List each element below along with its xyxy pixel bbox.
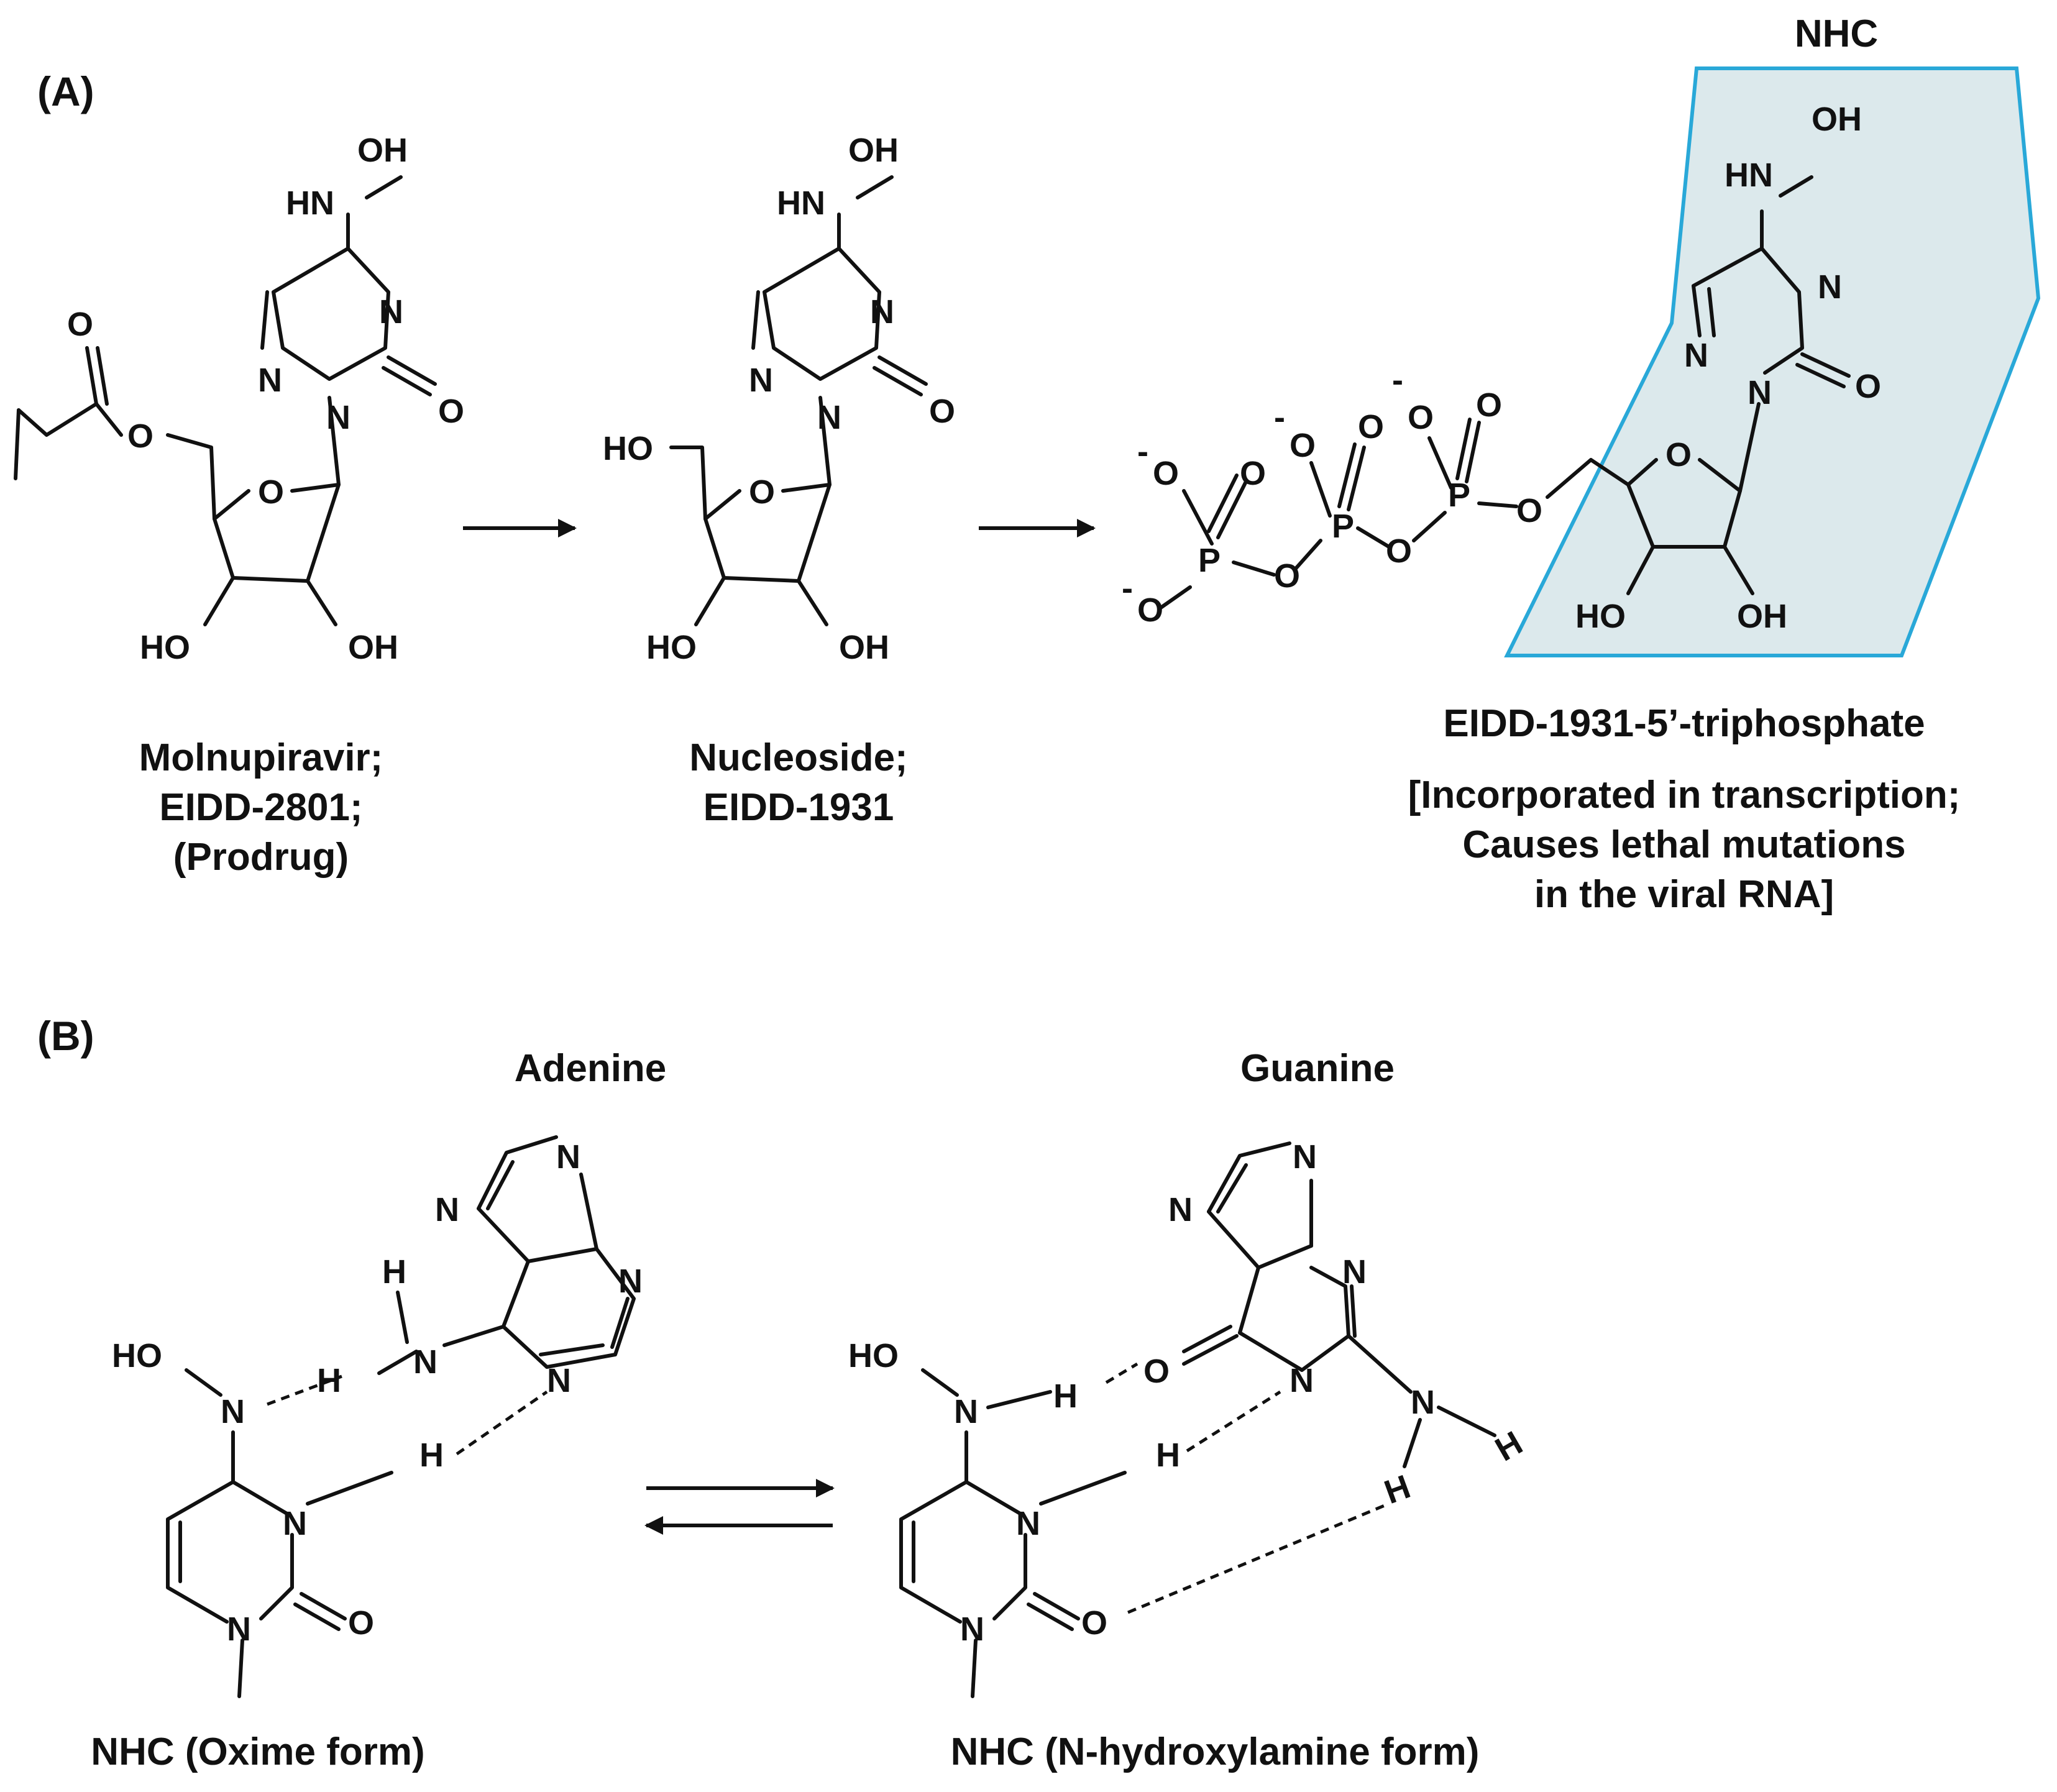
svg-text:N: N: [817, 399, 841, 436]
svg-text:H: H: [317, 1362, 341, 1399]
svg-text:N: N: [960, 1611, 984, 1648]
svg-text:O: O: [438, 393, 464, 430]
nhc-oxime-adenine-pair: [166, 1135, 636, 1698]
svg-text:-: -: [1392, 362, 1403, 399]
svg-text:N: N: [749, 362, 773, 399]
svg-text:N: N: [258, 362, 282, 399]
svg-text:OH: OH: [848, 132, 899, 169]
svg-text:OH: OH: [1812, 101, 1862, 138]
svg-text:N: N: [221, 1393, 245, 1430]
nhc-label: NHC: [1795, 12, 1878, 55]
svg-text:N: N: [1748, 374, 1772, 411]
hydroxylamine-caption: NHC (N-hydroxylamine form): [951, 1730, 1480, 1773]
triphosphate-caption-3: Causes lethal mutations: [1462, 823, 1905, 866]
nhc-hydroxylamine-guanine-pair: [899, 1141, 1496, 1698]
svg-text:O: O: [1274, 557, 1300, 595]
svg-text:HN: HN: [1725, 157, 1773, 194]
svg-text:N: N: [1290, 1362, 1314, 1399]
svg-text:N: N: [556, 1138, 580, 1176]
svg-text:N: N: [1293, 1138, 1317, 1176]
svg-text:H: H: [1156, 1437, 1180, 1474]
molnupiravir-structure: [14, 175, 437, 626]
svg-text:O: O: [258, 473, 284, 511]
svg-text:O: O: [1137, 592, 1163, 629]
svg-text:N: N: [227, 1611, 251, 1648]
nucleoside-caption-1: Nucleoside;: [689, 736, 907, 779]
svg-text:N: N: [870, 293, 894, 331]
svg-text:O: O: [1516, 492, 1542, 529]
svg-text:O: O: [929, 393, 955, 430]
svg-text:P: P: [1198, 542, 1221, 579]
svg-text:O: O: [1476, 386, 1502, 424]
svg-text:O: O: [1081, 1604, 1107, 1642]
guanine-label: Guanine: [1240, 1047, 1395, 1090]
svg-text:O: O: [1240, 455, 1266, 492]
svg-text:N: N: [1411, 1384, 1435, 1421]
svg-text:O: O: [127, 418, 153, 455]
svg-text:OH: OH: [357, 132, 408, 169]
svg-text:H: H: [382, 1253, 406, 1291]
svg-text:HO: HO: [112, 1337, 162, 1374]
svg-text:N: N: [1342, 1253, 1367, 1291]
svg-text:OH: OH: [348, 629, 398, 666]
svg-text:N: N: [1168, 1191, 1193, 1228]
svg-text:O: O: [1408, 399, 1434, 436]
svg-text:N: N: [326, 399, 350, 436]
svg-text:-: -: [1137, 433, 1148, 470]
nhc-highlight-box: [1504, 66, 2041, 657]
svg-text:N: N: [1684, 337, 1708, 374]
svg-text:N: N: [435, 1191, 459, 1228]
panel-b-label: (B): [37, 1013, 94, 1059]
triphosphate-caption-4: in the viral RNA]: [1534, 873, 1834, 916]
svg-text:O: O: [749, 473, 775, 511]
molnupiravir-caption-3: (Prodrug): [173, 836, 349, 879]
svg-text:O: O: [1290, 427, 1316, 464]
svg-text:O: O: [1143, 1353, 1170, 1390]
svg-text:O: O: [67, 306, 93, 343]
svg-text:N: N: [283, 1505, 307, 1542]
molnupiravir-caption-2: EIDD-2801;: [159, 786, 362, 829]
svg-text:HO: HO: [646, 629, 697, 666]
triphosphate-caption-2: [Incorporated in transcription;: [1408, 774, 1961, 816]
nucleoside-structure: [669, 175, 928, 626]
svg-text:N: N: [547, 1362, 571, 1399]
svg-text:N: N: [413, 1343, 438, 1381]
triphosphate-structure: [1157, 175, 1851, 611]
svg-text:H: H: [1380, 1468, 1415, 1511]
svg-text:P: P: [1332, 508, 1354, 545]
svg-text:O: O: [1358, 408, 1384, 446]
svg-text:N: N: [954, 1393, 978, 1430]
svg-text:N: N: [618, 1263, 643, 1300]
svg-text:HO: HO: [1575, 598, 1626, 635]
adenine-label: Adenine: [515, 1047, 667, 1090]
svg-text:OH: OH: [1737, 598, 1787, 635]
svg-text:-: -: [1274, 399, 1285, 436]
svg-text:HO: HO: [603, 430, 653, 467]
svg-text:O: O: [1855, 368, 1881, 405]
nucleoside-caption-2: EIDD-1931: [703, 786, 894, 829]
svg-text:HO: HO: [848, 1337, 899, 1374]
oxime-caption: NHC (Oxime form): [91, 1730, 424, 1773]
svg-text:H: H: [419, 1437, 444, 1474]
svg-text:P: P: [1448, 477, 1470, 514]
svg-text:H: H: [1053, 1378, 1078, 1415]
svg-text:HO: HO: [140, 629, 190, 666]
svg-text:OH: OH: [839, 629, 889, 666]
svg-text:HN: HN: [777, 185, 825, 222]
svg-text:-: -: [1122, 570, 1133, 607]
molnupiravir-caption-1: Molnupiravir;: [139, 736, 383, 779]
svg-text:N: N: [1818, 268, 1842, 306]
triphosphate-caption-1: EIDD-1931-5’-triphosphate: [1443, 702, 1925, 745]
svg-text:O: O: [348, 1604, 374, 1642]
svg-text:O: O: [1153, 455, 1179, 492]
svg-text:N: N: [1016, 1505, 1040, 1542]
svg-text:O: O: [1665, 436, 1692, 473]
svg-text:H: H: [1489, 1424, 1529, 1468]
svg-text:HN: HN: [286, 185, 334, 222]
svg-text:N: N: [379, 293, 403, 331]
panel-a-label: (A): [37, 68, 94, 114]
svg-text:O: O: [1386, 533, 1412, 570]
